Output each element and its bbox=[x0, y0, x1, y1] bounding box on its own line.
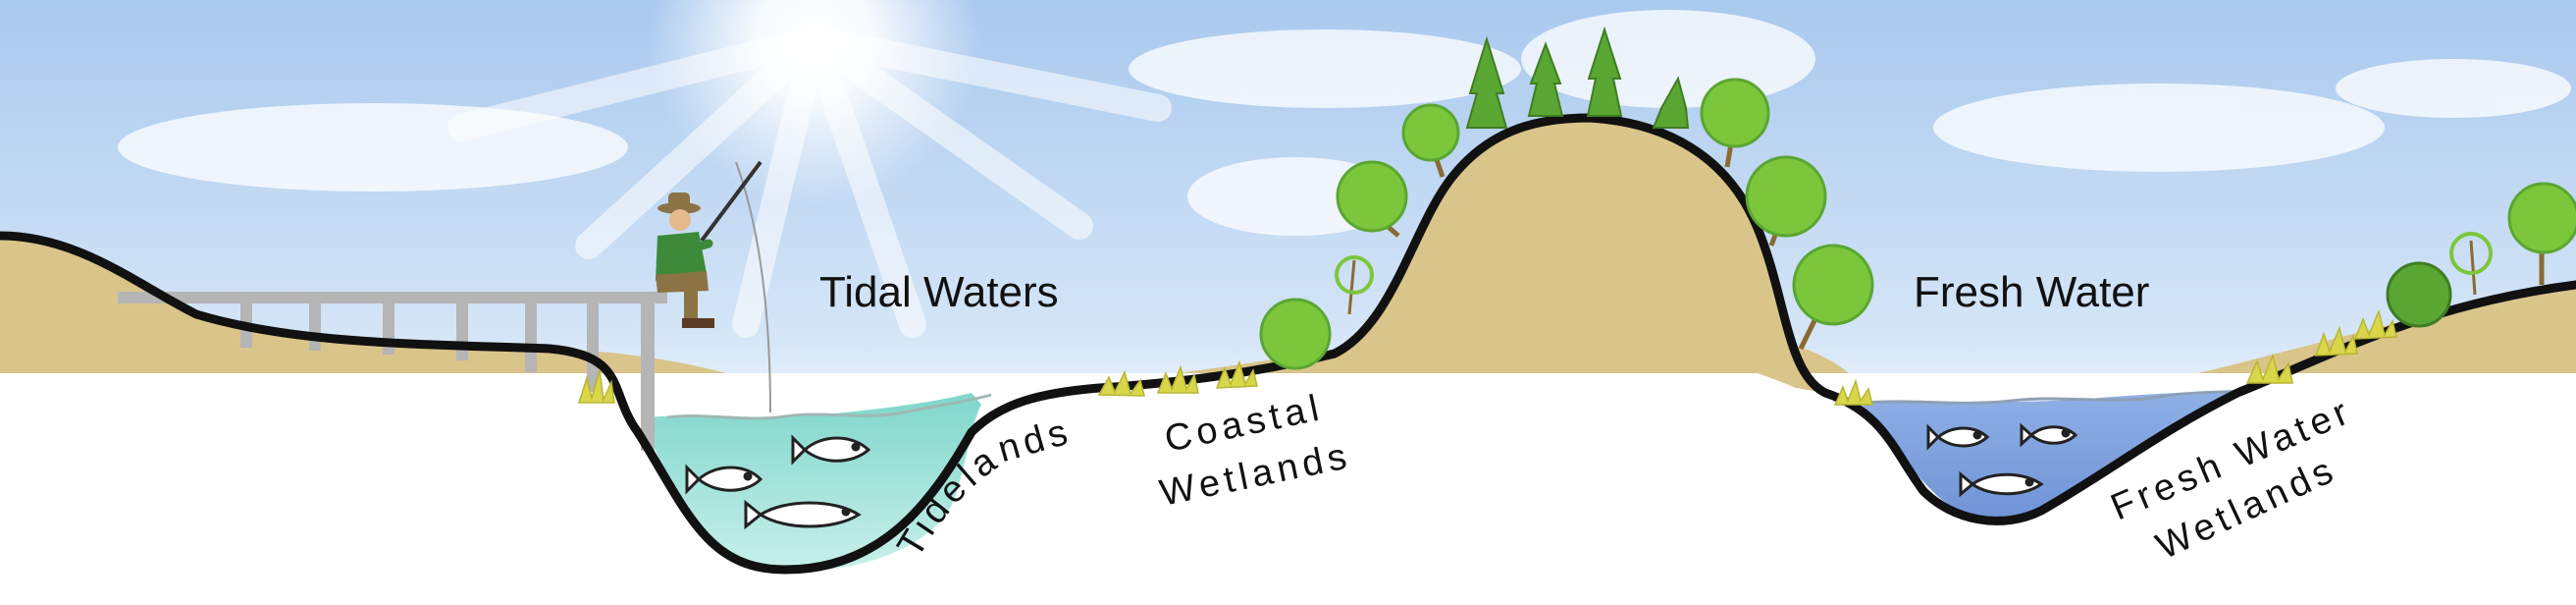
pine-tree-icon bbox=[1465, 26, 1690, 129]
fish-icon bbox=[2020, 422, 2078, 448]
tree-icon bbox=[1401, 103, 1460, 178]
tree-icon bbox=[1335, 255, 1374, 315]
tree-icon bbox=[1336, 160, 1408, 238]
fish-icon bbox=[791, 434, 871, 466]
fish-icon bbox=[744, 499, 862, 530]
fish-icon bbox=[1926, 423, 1990, 451]
fisherman-icon bbox=[656, 160, 771, 413]
fresh-water bbox=[1860, 391, 2237, 521]
fresh-water-label: Fresh Water bbox=[1914, 268, 2149, 316]
tree-icon bbox=[1745, 155, 1827, 247]
grass-tufts bbox=[577, 308, 2397, 406]
tree-icon bbox=[1259, 298, 1332, 370]
tidal-waters-label: Tidal Waters bbox=[819, 268, 1059, 316]
sun-icon bbox=[447, 0, 1172, 338]
terrain-outline bbox=[0, 113, 2576, 575]
tree-icon bbox=[2507, 182, 2576, 285]
tree-icon bbox=[2449, 232, 2493, 296]
tree-icon bbox=[1700, 78, 1770, 168]
hill bbox=[1335, 118, 1825, 393]
fish-icon bbox=[1959, 470, 2044, 498]
fish-icon bbox=[685, 464, 763, 495]
tree-icon bbox=[2386, 261, 2452, 328]
tidal-water-surface bbox=[666, 393, 992, 420]
tree-icon bbox=[1792, 244, 1874, 351]
fresh-water-surface bbox=[1864, 389, 2243, 405]
